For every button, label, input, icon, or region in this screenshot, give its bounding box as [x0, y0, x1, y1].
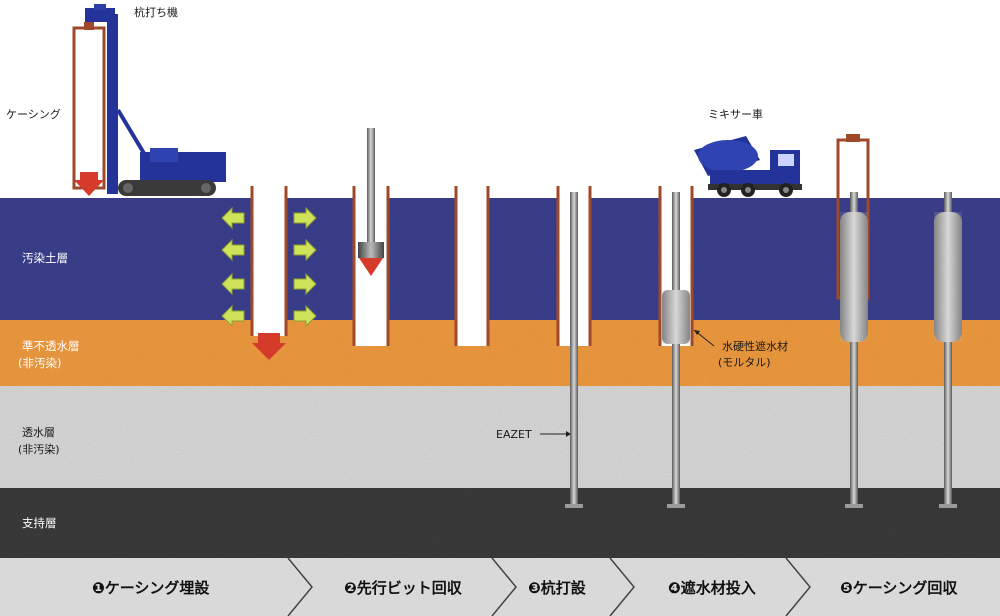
left-arrow-icon	[221, 272, 245, 296]
pile-foot	[845, 504, 863, 508]
up-bit-arrow-icon	[359, 258, 383, 276]
mixer-truck-label: ミキサー車	[708, 107, 763, 121]
pile-foot	[667, 504, 685, 508]
eazet-pile	[570, 192, 578, 504]
pile-foot	[565, 504, 583, 508]
semi-impermeable-layer	[0, 320, 1000, 386]
layer-label-permeable: 透水層	[22, 426, 55, 439]
layer-label-semi-impermeable-sub: (非汚染)	[18, 356, 61, 370]
bearing-layer	[0, 488, 1000, 558]
step-1-label: ❶ケーシング埋設	[92, 579, 210, 597]
contaminated-layer	[0, 198, 1000, 320]
eazet-pile	[944, 192, 952, 504]
down-arrow-icon	[252, 333, 286, 360]
down-arrow-icon	[74, 172, 104, 196]
drill-bit	[358, 242, 384, 258]
layer-label-contaminated: 汚染土層	[22, 251, 68, 265]
drill-rod	[367, 128, 375, 244]
casing-step1	[250, 186, 288, 336]
right-arrow-icon	[293, 206, 317, 230]
casing-empty	[454, 186, 490, 346]
right-arrow-icon	[293, 272, 317, 296]
step-2-label: ❷先行ビット回収	[344, 579, 463, 597]
pressure-arrows	[221, 206, 317, 328]
mortar-label-sub: (モルタル)	[718, 356, 771, 369]
step-3-label: ❸杭打設	[528, 579, 587, 597]
eazet-label: EAZET	[496, 428, 532, 441]
casing-label: ケーシング	[6, 107, 61, 121]
step-5-label: ❺ケーシング回収	[840, 579, 958, 597]
mortar-column	[840, 212, 868, 342]
pile-driver-label: 杭打ち機	[134, 5, 178, 19]
layer-label-permeable-sub: (非汚染)	[18, 442, 60, 456]
eazet-pile	[850, 192, 858, 504]
mortar-column	[934, 212, 962, 342]
layer-label-bearing: 支持層	[22, 516, 57, 530]
mortar-plug	[662, 290, 690, 344]
pile-foot	[939, 504, 957, 508]
right-arrow-icon	[293, 238, 317, 262]
layer-label-semi-impermeable: 準不透水層	[22, 339, 80, 353]
left-arrow-icon	[221, 304, 245, 328]
left-arrow-icon	[221, 206, 245, 230]
eazet-pile	[672, 192, 680, 504]
step-4-label: ❹遮水材投入	[668, 579, 756, 597]
mixer-truck	[694, 136, 802, 197]
pile-driver-machine	[72, 4, 226, 196]
left-arrow-icon	[221, 238, 245, 262]
right-arrow-icon	[293, 304, 317, 328]
permeable-layer	[0, 386, 1000, 488]
mortar-label: 水硬性遮水材	[722, 339, 788, 353]
